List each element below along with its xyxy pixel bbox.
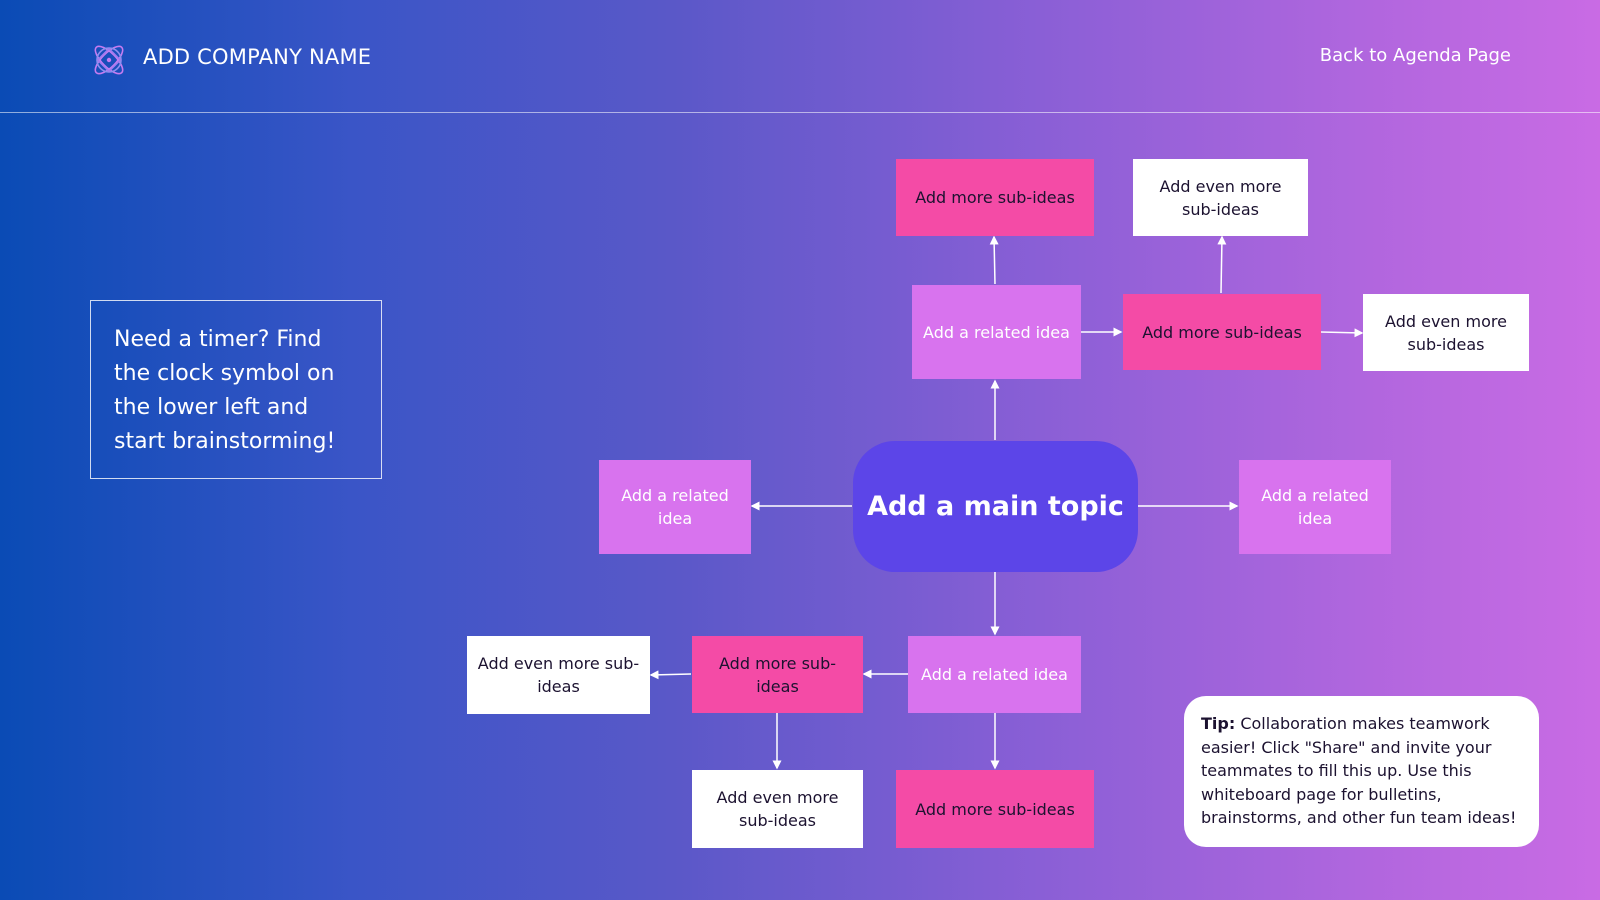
connector-sub-right-to-even-top (1217, 235, 1227, 294)
company-name: ADD COMPANY NAME (143, 45, 372, 69)
main-topic[interactable]: Add a main topic (853, 441, 1138, 572)
sub-idea-bottom-left[interactable]: Add more sub-ideas (692, 636, 863, 713)
even-sub-idea-top[interactable]: Add even more sub-ideas (1133, 159, 1308, 236)
tip-label: Tip: (1201, 714, 1236, 733)
timer-note: Need a timer? Find the clock symbol on t… (90, 300, 382, 479)
sub-idea-top-right[interactable]: Add more sub-ideas (1123, 294, 1321, 370)
header: ADD COMPANY NAME Back to Agenda Page (0, 0, 1600, 113)
even-sub-idea-right[interactable]: Add even more sub-ideas (1363, 294, 1529, 371)
tip-box: Tip: Collaboration makes teamwork easier… (1184, 696, 1539, 847)
even-sub-idea-bottom-left[interactable]: Add even more sub-ideas (467, 636, 650, 714)
connector-sub-right-to-even-right (1320, 328, 1364, 338)
back-to-agenda-link[interactable]: Back to Agenda Page (1319, 45, 1511, 66)
related-idea-left[interactable]: Add a related idea (599, 460, 751, 554)
related-idea-right[interactable]: Add a related idea (1239, 460, 1391, 554)
atom-logo-icon (94, 45, 124, 75)
related-idea-top[interactable]: Add a related idea (912, 285, 1081, 379)
even-sub-idea-bottom[interactable]: Add even more sub-ideas (692, 770, 863, 848)
sub-idea-top[interactable]: Add more sub-ideas (896, 159, 1094, 236)
connector-related-top-to-sub-top (989, 235, 999, 285)
tip-text: Collaboration makes teamwork easier! Cli… (1201, 714, 1517, 827)
related-idea-bottom[interactable]: Add a related idea (908, 636, 1081, 713)
connector-sub-left-to-even-left (649, 670, 692, 680)
sub-idea-bottom[interactable]: Add more sub-ideas (896, 770, 1094, 848)
